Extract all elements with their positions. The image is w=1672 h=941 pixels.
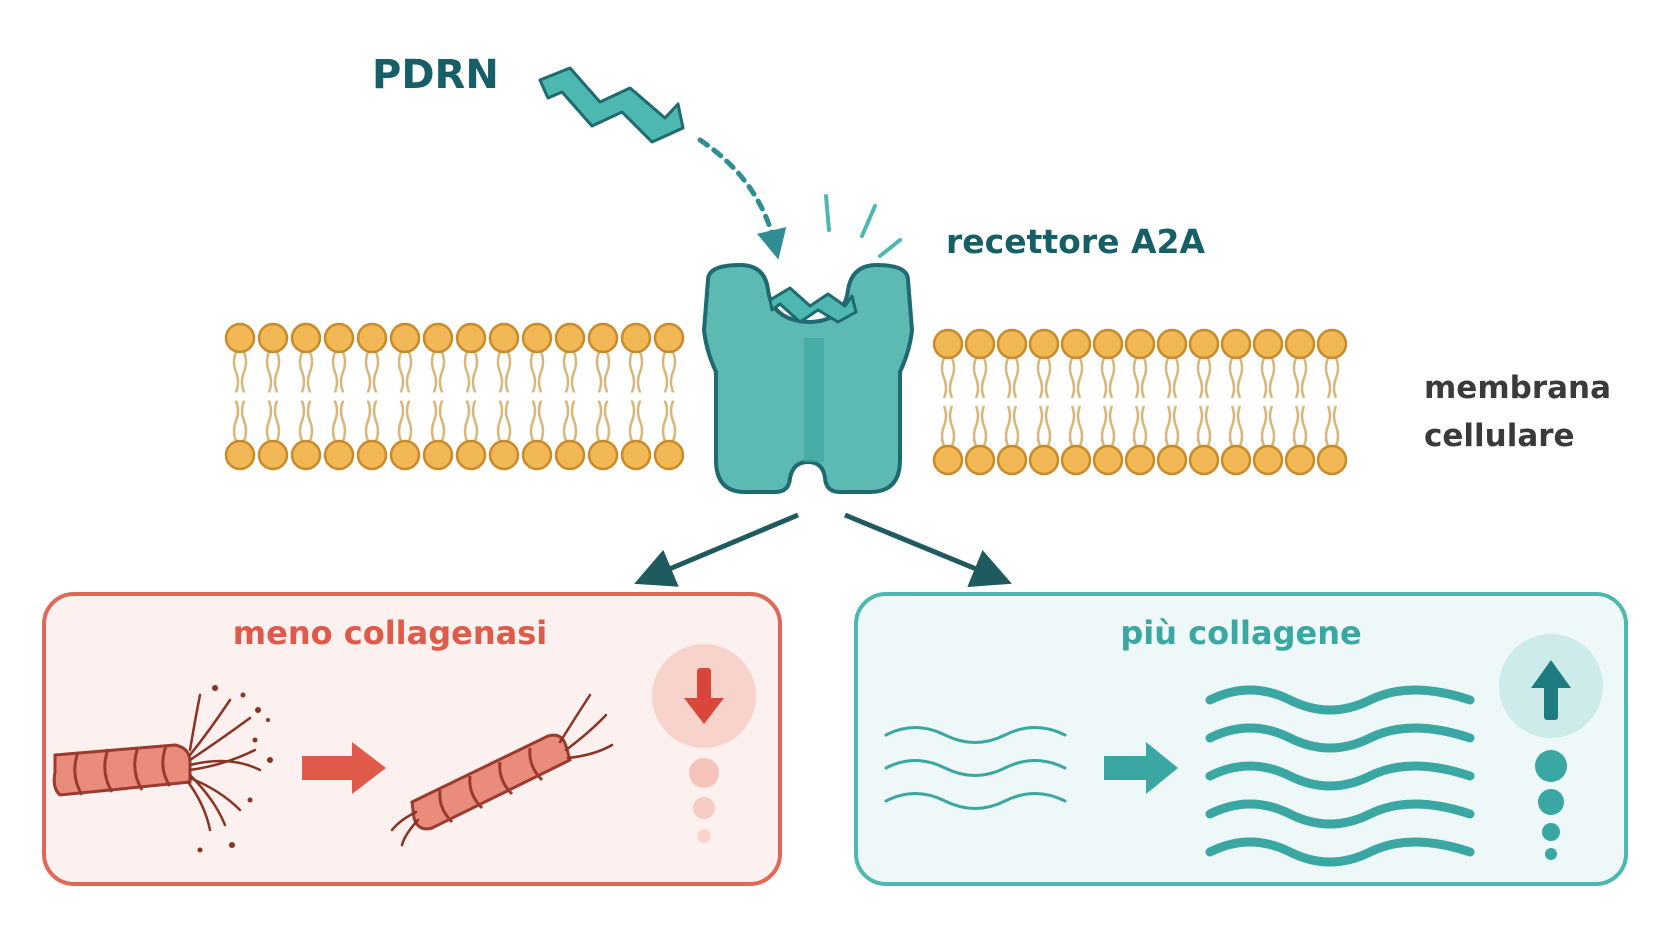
pdrn-label: PDRN <box>372 52 499 98</box>
lipid-molecule <box>587 322 619 471</box>
receptor-label: recettore A2A <box>946 222 1206 261</box>
lipid-molecule <box>257 322 289 471</box>
lipid-molecule <box>1284 328 1316 476</box>
lipid-molecule <box>932 328 964 476</box>
lipid-molecule <box>996 328 1028 476</box>
lipid-molecule <box>1252 328 1284 476</box>
down-arrow-icon <box>652 644 756 843</box>
left-panel <box>42 592 782 886</box>
lipid-molecule <box>422 322 454 471</box>
a2a-receptor-icon <box>702 263 914 494</box>
lipid-molecule <box>521 322 553 471</box>
wavy-collagen-fibers-icon <box>1205 685 1475 867</box>
membrane-label-line2: cellulare <box>1424 418 1575 454</box>
lipid-molecule <box>1060 328 1092 476</box>
right-panel <box>854 592 1628 886</box>
lipid-molecule <box>1220 328 1252 476</box>
transition-arrow-right <box>1104 742 1178 794</box>
intact-collagen-fiber-icon <box>390 693 614 847</box>
right-panel-title: più collagene <box>1120 614 1362 652</box>
lipid-molecule <box>290 322 322 471</box>
membrane-label: membrana cellulare <box>1424 364 1611 460</box>
lipid-molecule <box>1124 328 1156 476</box>
lipid-molecule <box>620 322 652 471</box>
arrow-to-left-panel <box>634 512 799 587</box>
frayed-collagen-fiber-icon <box>52 685 273 853</box>
arrow-to-right-panel <box>844 512 1012 587</box>
lipid-molecule <box>224 322 256 471</box>
activation-sparks <box>824 194 902 258</box>
cell-membrane-bilayer <box>224 322 1348 476</box>
transition-arrow-left <box>302 742 386 794</box>
lipid-molecule <box>964 328 996 476</box>
lipid-molecule <box>455 322 487 471</box>
lipid-molecule <box>1316 328 1348 476</box>
up-arrow-icon <box>1499 634 1603 860</box>
lipid-molecule <box>356 322 388 471</box>
left-panel-title: meno collagenasi <box>232 614 548 652</box>
binding-path-arrow <box>697 137 787 260</box>
lipid-molecule <box>323 322 355 471</box>
lipid-molecule <box>1156 328 1188 476</box>
pdrn-zigzag-icon <box>538 66 685 144</box>
lipid-molecule <box>1092 328 1124 476</box>
lipid-molecule <box>653 322 685 471</box>
membrane-label-line1: membrana <box>1424 370 1612 406</box>
lipid-molecule <box>389 322 421 471</box>
lipid-molecule <box>554 322 586 471</box>
lipid-molecule <box>1188 328 1220 476</box>
lipid-molecule <box>488 322 520 471</box>
lipid-molecule <box>1028 328 1060 476</box>
sparse-collagen-fibers-icon <box>884 726 1067 810</box>
